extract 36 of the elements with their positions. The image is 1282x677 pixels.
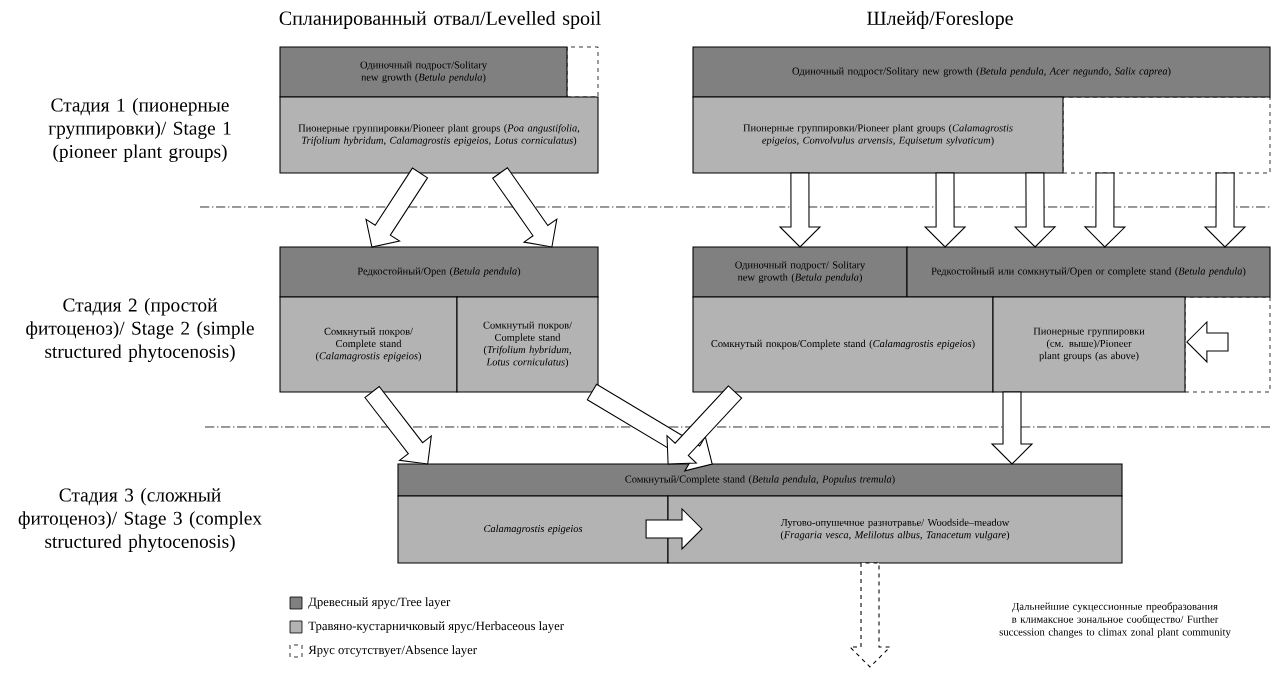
block-arrow xyxy=(364,385,432,465)
legend-label: Древесный ярус/Tree layer xyxy=(308,597,451,609)
stage-label: Стадия 2 (простой фитоценоз)/ Stage 2 (simple structured phytocenosis) xyxy=(26,298,254,362)
layer-cell: Редкостойный или сомкнутый/Open or complete stand (Betula pendula) xyxy=(906,246,1271,298)
layer-cell: Редкостойный/Open (Betula pendula) xyxy=(279,246,599,298)
layer-cell: Пионерные группировки/Pioneer plant groups (Calamagrostis epigeios, Convolvulus arvensis, Equisetum sylvaticum) xyxy=(692,96,1064,174)
layer-cell: Лугово-опушечное разнотравье/ Woodside–meadow (Fragaria vesca, Melilotus albus, Tanacetum vulgare) xyxy=(667,495,1123,564)
block-arrow xyxy=(645,507,703,551)
layer-cell: Пионерные группировки (см. выше)/Pioneer plant groups (as above) xyxy=(992,296,1186,393)
layer-cell: Сомкнутый покров/ Complete stand (Trifolium hybridum, Lotus corniculatus) xyxy=(456,296,599,393)
layer-cell: Одиночный подрост/Solitary new growth (Betula pendula, Acer negundo, Salix caprea) xyxy=(692,46,1271,98)
legend-label: Ярус отсутствует/Absence layer xyxy=(308,645,477,657)
layer-cell: Сомкнутый покров/Complete stand (Calamagrostis epigeios) xyxy=(692,296,994,393)
column-heading: Шлейф/Foreslope xyxy=(867,10,1013,30)
block-arrow xyxy=(1013,172,1057,248)
note-text: Дальнейшие сукцессионные преобразования в климаксное зональное сообщество/ Further succession changes to climax zonal plant community xyxy=(999,602,1231,638)
stage-label: Стадия 1 (пионерные группировки)/ Stage 1 (pioneer plant groups) xyxy=(48,98,231,162)
block-arrow xyxy=(1186,320,1229,364)
block-arrow xyxy=(923,172,967,248)
block-arrow xyxy=(666,385,743,465)
block-arrow xyxy=(778,172,822,248)
column-heading: Спланированный отвал/Levelled spoil xyxy=(279,10,601,30)
block-arrow xyxy=(1083,172,1127,248)
block-arrow xyxy=(365,167,429,248)
stage-label: Стадия 3 (сложный фитоценоз)/ Stage 3 (complex structured phytocenosis) xyxy=(18,488,262,552)
layer-cell: Пионерные группировки/Pioneer plant groups (Poa angustifolia, Trifolium hybridum, Calamagrostis epigeios, Lotus corniculatus) xyxy=(279,96,599,174)
legend-label: Травяно-кустарничковый ярус/Herbaceous layer xyxy=(308,621,564,633)
layer-cell: Сомкнутый покров/ Complete stand (Calamagrostis epigeios) xyxy=(279,296,458,393)
layer-cell: Одиночный подрост/Solitary new growth (Betula pendula) xyxy=(279,46,568,98)
layer-cell: Calamagrostis epigeios xyxy=(397,495,669,564)
block-arrow xyxy=(1203,172,1247,248)
layer-cell: Одиночный подрост/ Solitary new growth (Betula pendula) xyxy=(692,246,908,298)
block-arrow xyxy=(990,391,1034,465)
layer-cell: Сомкнутый/Complete stand (Betula pendula, Populus tremula) xyxy=(397,463,1123,497)
empty-layer-box xyxy=(566,46,599,98)
block-arrow xyxy=(848,562,892,668)
